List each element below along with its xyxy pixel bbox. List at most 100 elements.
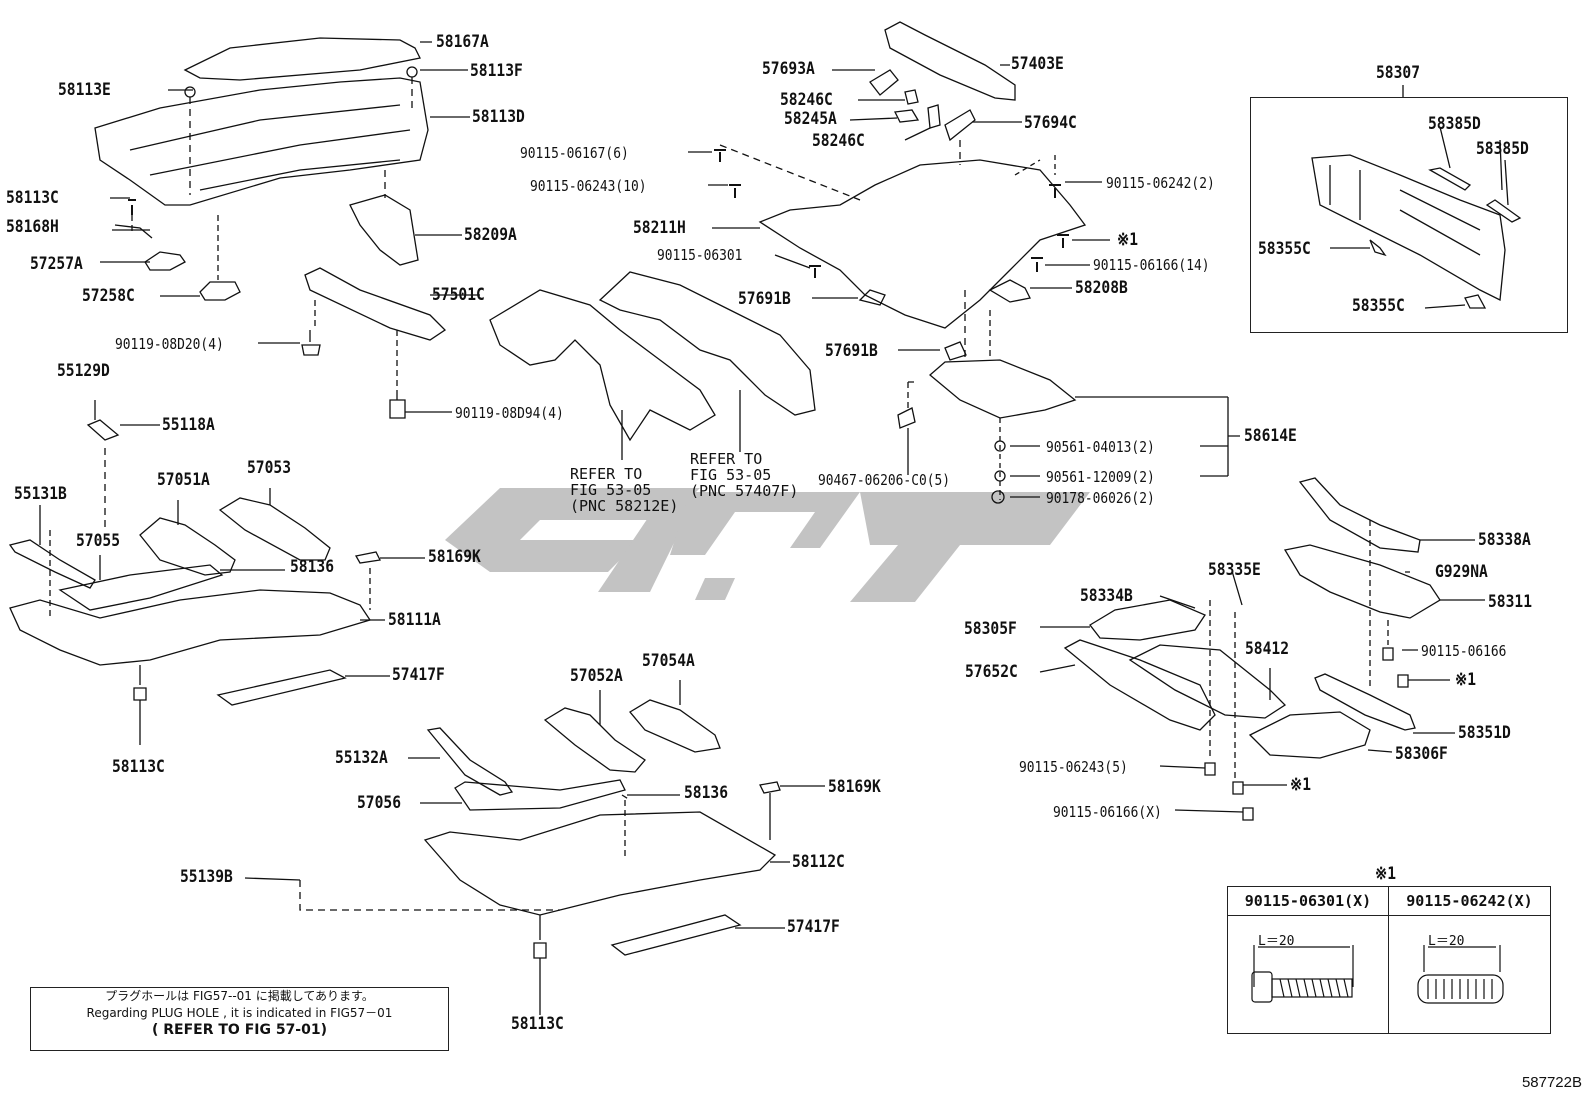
label-90115-06166-X[interactable]: 90115-06166(X) (1053, 803, 1162, 821)
label-58111A[interactable]: 58111A (388, 610, 441, 630)
label-58355C-b[interactable]: 58355C (1352, 296, 1405, 316)
label-57417F-a[interactable]: 57417F (392, 665, 445, 685)
part-57051A (139, 517, 236, 576)
label-57257A[interactable]: 57257A (30, 254, 83, 274)
label-58246C-b[interactable]: 58246C (812, 131, 865, 151)
part-58113D (94, 77, 429, 206)
note-refer-link[interactable]: ( REFER TO FIG 57-01) (151, 1022, 328, 1038)
part-57694C (944, 109, 976, 142)
label-55118A[interactable]: 55118A (162, 415, 215, 435)
part-58111A (9, 589, 372, 666)
label-58136-b[interactable]: 58136 (684, 783, 729, 803)
part-57417F-a (216, 669, 347, 706)
label-90115-06166-14[interactable]: 90115-06166(14) (1093, 256, 1210, 274)
label-57056[interactable]: 57056 (357, 793, 402, 813)
label-55131B[interactable]: 55131B (14, 484, 67, 504)
label-58136-a[interactable]: 58136 (290, 557, 335, 577)
part-57053 (218, 497, 331, 561)
label-90178-06026[interactable]: 90178-06026(2) (1046, 489, 1155, 507)
part-58212E-ref (489, 289, 716, 442)
note-line-en: Regarding PLUG HOLE , it is indicated in… (86, 1006, 393, 1020)
part-58412 (1128, 644, 1287, 719)
ref-col-90115-06242[interactable]: 90115-06242(X) (1389, 887, 1550, 916)
label-57694C[interactable]: 57694C (1024, 113, 1077, 133)
label-90119-08D94[interactable]: 90119-08D94(4) (455, 404, 564, 422)
label-90115-06242-2[interactable]: 90115-06242(2) (1106, 174, 1215, 192)
watermark-logo (445, 488, 1090, 602)
label-90115-06243-5[interactable]: 90115-06243(5) (1019, 758, 1128, 776)
bolt-sleeve-2 (1417, 974, 1504, 1004)
label-58113C-bot[interactable]: 58113C (511, 1014, 564, 1034)
label-58208B[interactable]: 58208B (1075, 278, 1128, 298)
part-58245A (894, 109, 920, 123)
label-57053[interactable]: 57053 (247, 458, 292, 478)
label-55129D[interactable]: 55129D (57, 361, 110, 381)
label-58335E[interactable]: 58335E (1208, 560, 1261, 580)
label-ref1-b: ※1 (1455, 670, 1477, 690)
label-90115-06167[interactable]: 90115-06167(6) (520, 144, 629, 162)
part-58246C-a (904, 89, 919, 105)
part-58614E (928, 359, 1077, 419)
label-57052A[interactable]: 57052A (570, 666, 623, 686)
part-55132A (426, 727, 514, 796)
label-58338A[interactable]: 58338A (1478, 530, 1531, 550)
dim-label-1: L＝20 (1258, 934, 1295, 949)
part-58305F (1089, 599, 1206, 641)
part-58385D-b (1485, 199, 1522, 223)
label-58169K-a[interactable]: 58169K (428, 547, 481, 567)
label-57051A[interactable]: 57051A (157, 470, 210, 490)
label-58112C[interactable]: 58112C (792, 852, 845, 872)
label-58113F[interactable]: 58113F (470, 61, 523, 81)
inset-frame-58307 (1250, 97, 1568, 333)
label-57055[interactable]: 57055 (76, 531, 121, 551)
label-58311[interactable]: 58311 (1488, 592, 1533, 612)
label-58211H[interactable]: 58211H (633, 218, 686, 238)
label-58385D-b[interactable]: 58385D (1476, 139, 1529, 159)
refer-note-58212E[interactable]: REFER TO FIG 53-05 (PNC 58212E) (570, 465, 679, 515)
label-58385D-a[interactable]: 58385D (1428, 114, 1481, 134)
label-58412[interactable]: 58412 (1245, 639, 1290, 659)
label-57652C[interactable]: 57652C (965, 662, 1018, 682)
refer-note-57407F[interactable]: REFER TO FIG 53-05 (PNC 57407F) (690, 450, 799, 500)
label-90467-06206[interactable]: 90467-06206-C0(5) (818, 471, 951, 489)
label-58169K-b[interactable]: 58169K (828, 777, 881, 797)
label-58305F[interactable]: 58305F (964, 619, 1017, 639)
label-58209A[interactable]: 58209A (464, 225, 517, 245)
label-90115-06301[interactable]: 90115-06301 (657, 246, 743, 264)
label-58334B[interactable]: 58334B (1080, 586, 1133, 606)
label-57691B-a[interactable]: 57691B (738, 289, 791, 309)
label-58113D[interactable]: 58113D (472, 107, 525, 127)
label-57691B-b[interactable]: 57691B (825, 341, 878, 361)
label-57403E[interactable]: 57403E (1011, 54, 1064, 74)
label-58614E[interactable]: 58614E (1244, 426, 1297, 446)
label-90115-06166-r[interactable]: 90115-06166 (1421, 642, 1507, 660)
label-58351D[interactable]: 58351D (1458, 723, 1511, 743)
label-90119-08D20[interactable]: 90119-08D20(4) (115, 335, 224, 353)
part-58338A (1298, 477, 1421, 553)
label-90561-12009[interactable]: 90561-12009(2) (1046, 468, 1155, 486)
label-G929NA[interactable]: G929NA (1435, 562, 1488, 582)
label-58113C-mid[interactable]: 58113C (112, 757, 165, 777)
label-55139B[interactable]: 55139B (180, 867, 233, 887)
label-58355C-a[interactable]: 58355C (1258, 239, 1311, 259)
label-58113C-top[interactable]: 58113C (6, 188, 59, 208)
label-57693A[interactable]: 57693A (762, 59, 815, 79)
label-58306F[interactable]: 58306F (1395, 744, 1448, 764)
part-58112C (423, 811, 777, 916)
label-57501C[interactable]: 57501C (432, 285, 485, 305)
label-90561-04013[interactable]: 90561-04013(2) (1046, 438, 1155, 456)
part-58385D-a (1428, 167, 1472, 191)
label-57054A[interactable]: 57054A (642, 651, 695, 671)
label-58167A[interactable]: 58167A (436, 32, 489, 52)
part-57693A (869, 69, 899, 96)
label-58307[interactable]: 58307 (1376, 63, 1421, 83)
label-58168H[interactable]: 58168H (6, 217, 59, 237)
label-57417F-b[interactable]: 57417F (787, 917, 840, 937)
label-90115-06243-10[interactable]: 90115-06243(10) (530, 177, 647, 195)
label-58246C-a[interactable]: 58246C (780, 90, 833, 110)
part-58168H (114, 224, 153, 239)
label-55132A[interactable]: 55132A (335, 748, 388, 768)
label-58245A[interactable]: 58245A (784, 109, 837, 129)
label-58113E[interactable]: 58113E (58, 80, 111, 100)
label-57258C[interactable]: 57258C (82, 286, 135, 306)
